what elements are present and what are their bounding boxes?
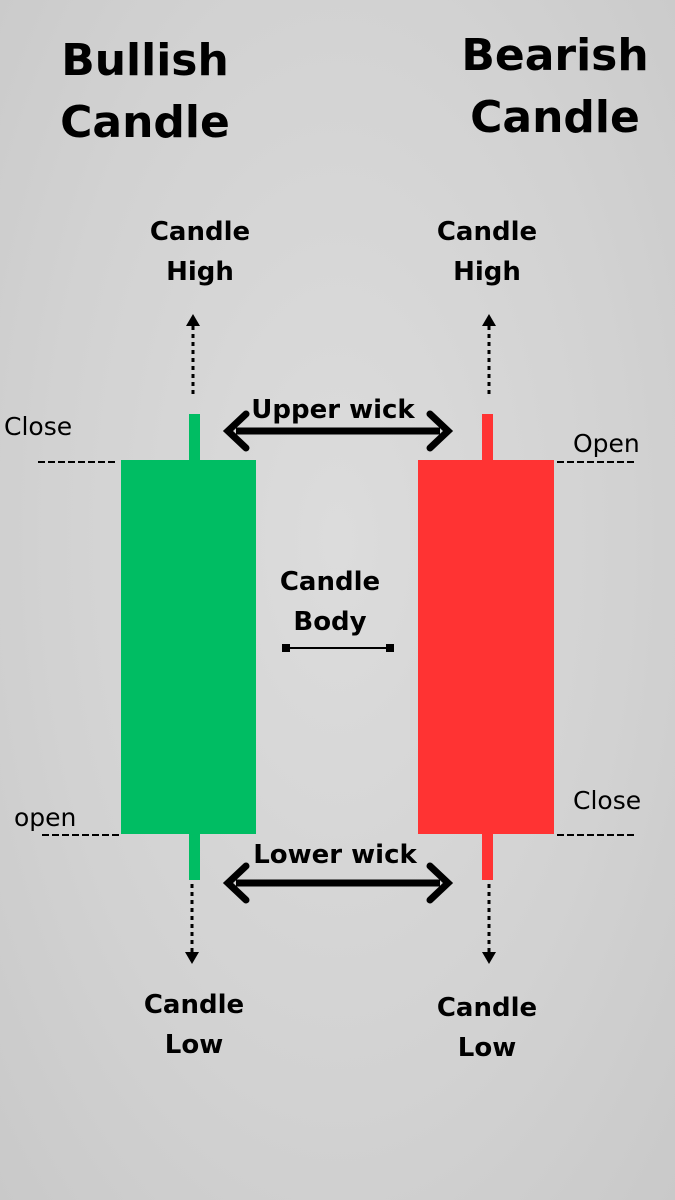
bullish-low-arrow [185, 884, 199, 964]
candle-body-line2: Body [293, 607, 367, 637]
bearish-low-label: Candle Low [387, 988, 587, 1068]
bearish-low-line2: Low [457, 1033, 517, 1063]
lower-wick-double-arrow [222, 862, 454, 904]
bullish-candle-title: Bullish Candle [15, 30, 275, 154]
bullish-open-label: open [14, 803, 77, 832]
upper-wick-label: Upper wick [251, 395, 415, 425]
bearish-low-line1: Candle [436, 993, 538, 1023]
bearish-high-line2: High [453, 257, 521, 287]
candle-body-label: Candle Body [230, 562, 430, 642]
bearish-open-label: Open [573, 429, 640, 458]
bullish-title-line2: Candle [60, 97, 230, 148]
candle-body-line1: Candle [279, 567, 381, 597]
bearish-high-line1: Candle [436, 217, 538, 247]
bullish-title-line1: Bullish [61, 35, 229, 86]
bearish-title-line2: Candle [470, 92, 640, 143]
bearish-upper-wick [482, 414, 493, 462]
bullish-candle-body [121, 460, 256, 834]
bearish-candle-title: Bearish Candle [425, 25, 675, 149]
bullish-lower-wick [189, 832, 200, 880]
bullish-low-line2: Low [164, 1030, 224, 1060]
bullish-high-line1: Candle [149, 217, 251, 247]
candle-body-indicator [282, 644, 394, 652]
bullish-low-label: Candle Low [94, 985, 294, 1065]
bearish-low-arrow [482, 884, 496, 964]
bullish-close-label: Close [4, 412, 73, 441]
bearish-high-arrow [482, 314, 496, 394]
bullish-high-line2: High [166, 257, 234, 287]
bullish-high-arrow [186, 314, 200, 394]
bearish-lower-wick [482, 832, 493, 880]
bullish-high-label: Candle High [100, 212, 300, 292]
upper-wick-double-arrow [222, 410, 454, 452]
bullish-low-line1: Candle [143, 990, 245, 1020]
bullish-upper-wick [189, 414, 200, 462]
lower-wick-label: Lower wick [253, 840, 417, 870]
bearish-title-line1: Bearish [461, 30, 649, 81]
bearish-candle-body [418, 460, 554, 834]
bearish-high-label: Candle High [387, 212, 587, 292]
bearish-close-label: Close [573, 786, 642, 815]
